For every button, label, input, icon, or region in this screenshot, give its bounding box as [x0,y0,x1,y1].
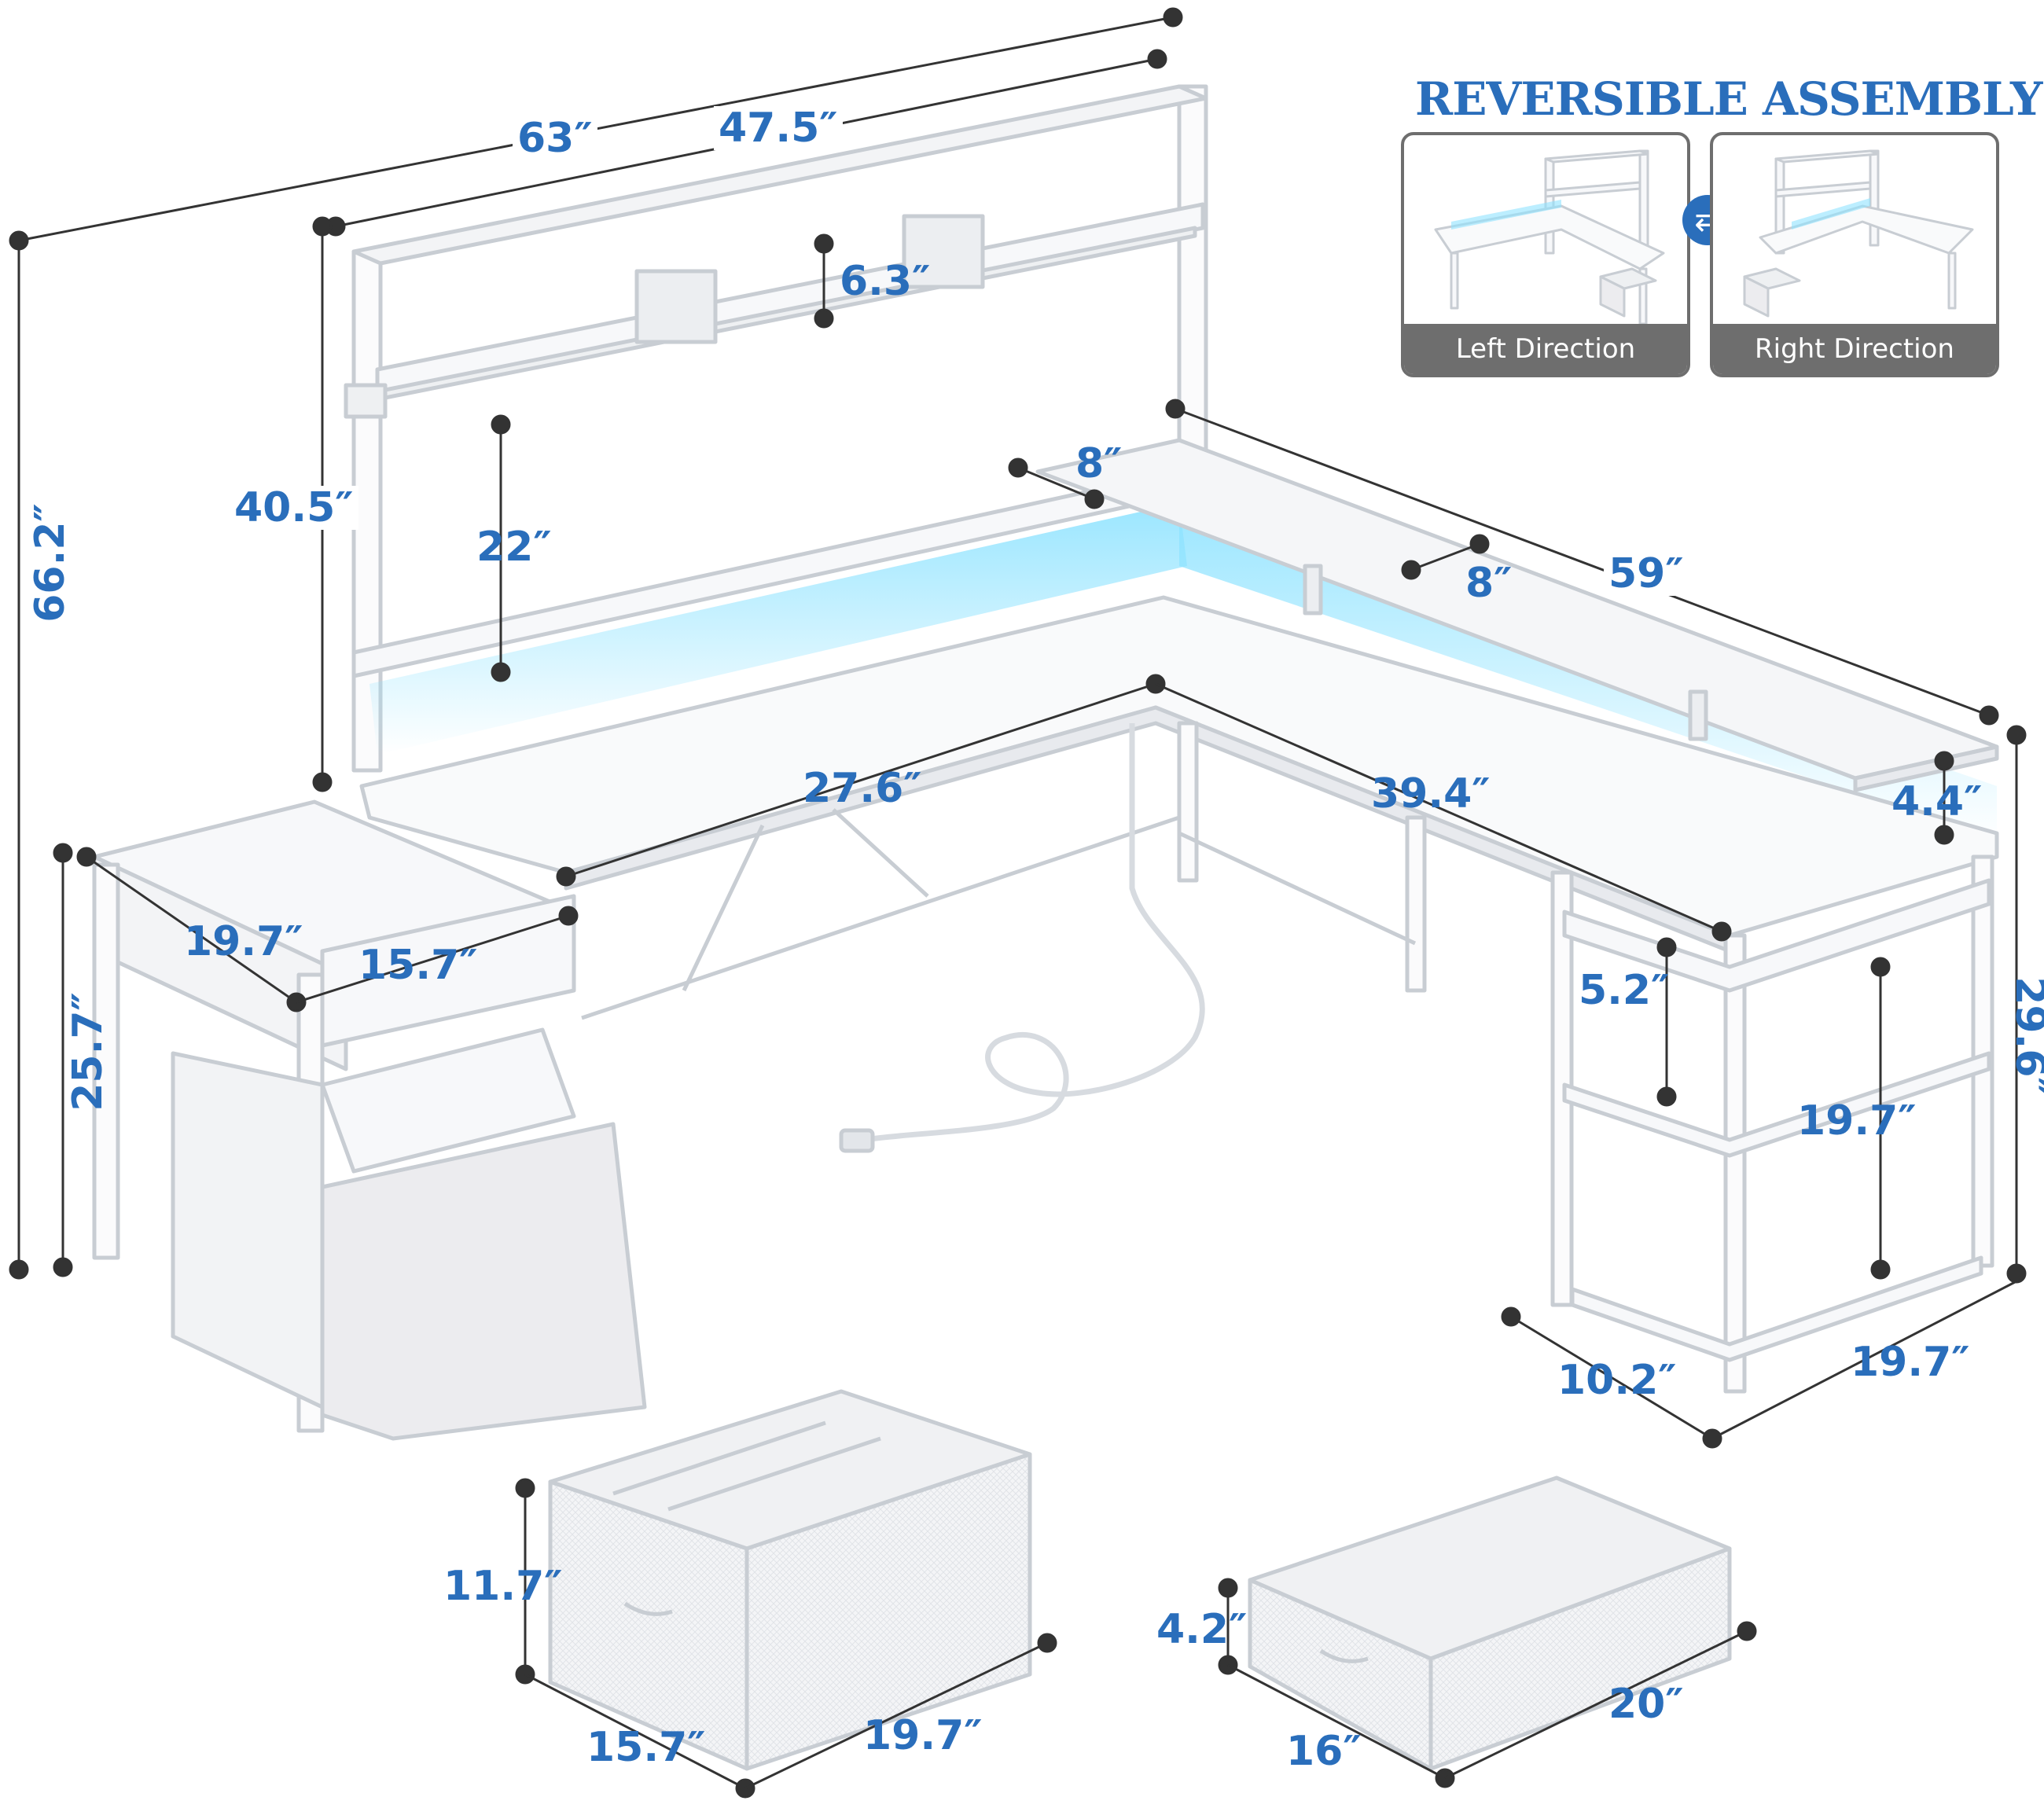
left-direction-thumbnail [1434,149,1665,325]
dim-overall-width: 63″ [513,116,597,160]
dim-shelf-height: 19.7″ [1797,1097,1917,1145]
dim-hutch-height: 40.5″ [230,486,358,530]
dim-side-width: 19.7″ [1851,1339,1970,1386]
dim-right-length: 59″ [1604,552,1689,596]
dim-hutch-clearance: 22″ [476,524,552,571]
dim-cabinet-width: 15.7″ [358,942,478,989]
hutch-frame [344,84,1208,773]
led-glow [369,503,1187,755]
reversible-assembly-title: REVERSIBLE ASSEMBLY [1415,72,2042,126]
power-cable [864,723,1205,1143]
dim-hutch-cubby: 6.3″ [840,258,931,305]
dim-bin-length: 19.7″ [863,1712,983,1759]
dim-hutch-width: 47.5″ [714,106,843,150]
dim-bin-height: 11.7″ [443,1563,563,1610]
right-direction-thumbnail [1743,149,1974,318]
right-direction-label: Right Direction [1713,324,1996,374]
storage-drawer [1248,1475,1732,1771]
dimension-lines [9,7,2027,1799]
dim-cabinet-depth: 19.7″ [184,918,303,965]
storage-bin [548,1389,1032,1771]
monitor-riser [1035,438,1999,792]
dim-overall-height: 66.2″ [26,503,74,623]
dim-right-shelf-depth: 8″ [1465,560,1513,607]
right-shelves [1562,878,1991,1362]
dim-desk-return: 39.4″ [1371,770,1491,818]
dim-drawer-length: 20″ [1608,1681,1684,1728]
dim-desk-height: 29.6″ [2005,976,2044,1096]
dim-monitor-shelf-depth: 8″ [1075,440,1123,487]
dim-drawer-width: 16″ [1286,1728,1362,1775]
dim-shelf-gap: 5.2″ [1579,967,1670,1014]
left-direction-card: Left Direction [1401,132,1690,377]
l-shaped-desk-illustration [92,84,1999,1441]
left-direction-label: Left Direction [1404,324,1687,374]
file-cabinet [92,799,647,1441]
dim-desk-depth-left: 27.6″ [803,765,922,812]
dim-riser-height: 4.4″ [1891,778,1983,825]
dim-cabinet-height: 25.7″ [64,992,112,1112]
dim-bin-width: 15.7″ [586,1724,706,1771]
dim-side-depth: 10.2″ [1557,1357,1677,1404]
right-direction-card: Right Direction [1710,132,1999,377]
dim-drawer-height: 4.2″ [1156,1606,1248,1653]
